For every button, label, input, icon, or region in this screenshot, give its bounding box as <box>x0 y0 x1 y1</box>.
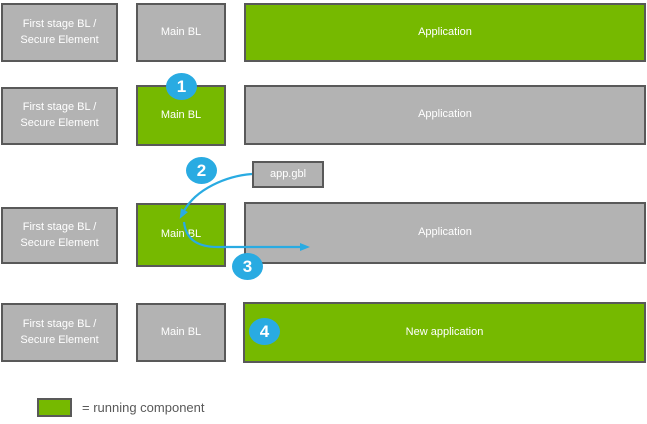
row3-application-box: Application <box>244 202 646 264</box>
box-label: Application <box>418 226 472 239</box>
step-1-badge: 1 <box>166 73 197 100</box>
step-4-badge: 4 <box>249 318 280 345</box>
legend-label: = running component <box>82 400 205 415</box>
step-3-badge: 3 <box>232 253 263 280</box>
box-label: New application <box>405 325 484 338</box>
box-label: First stage BL / Secure Element <box>20 17 99 46</box>
row2-application-box: Application <box>244 85 646 145</box>
row1-application-box: Application <box>244 3 646 62</box>
step-2-badge: 2 <box>186 157 217 184</box>
box-label: First stage BL / Secure Element <box>20 317 99 346</box>
box-label: Main BL <box>160 108 202 121</box>
box-label: Main BL <box>160 228 202 241</box>
legend: = running component <box>37 398 205 417</box>
app-gbl-file-box: app.gbl <box>252 161 324 188</box>
row1-first-stage-bl-box: First stage BL / Secure Element <box>1 3 118 62</box>
row1-main-bl-box: Main BL <box>136 3 226 62</box>
row4-main-bl-box: Main BL <box>136 303 226 362</box>
box-label: First stage BL / Secure Element <box>20 101 99 129</box>
row4-first-stage-bl-box: First stage BL / Secure Element <box>1 303 118 362</box>
box-label: Main BL <box>160 325 202 338</box>
row3-main-bl-box: Main BL <box>136 203 226 267</box>
box-label: app.gbl <box>269 167 307 180</box>
box-label: First stage BL / Secure Element <box>20 220 99 249</box>
box-label: Main BL <box>160 25 202 38</box>
box-label: Application <box>418 108 472 121</box>
running-component-swatch <box>37 398 72 417</box>
box-label: Application <box>418 25 472 38</box>
row3-first-stage-bl-box: First stage BL / Secure Element <box>1 207 118 264</box>
row2-first-stage-bl-box: First stage BL / Secure Element <box>1 87 118 145</box>
row4-new-application-box: New application <box>243 302 646 363</box>
